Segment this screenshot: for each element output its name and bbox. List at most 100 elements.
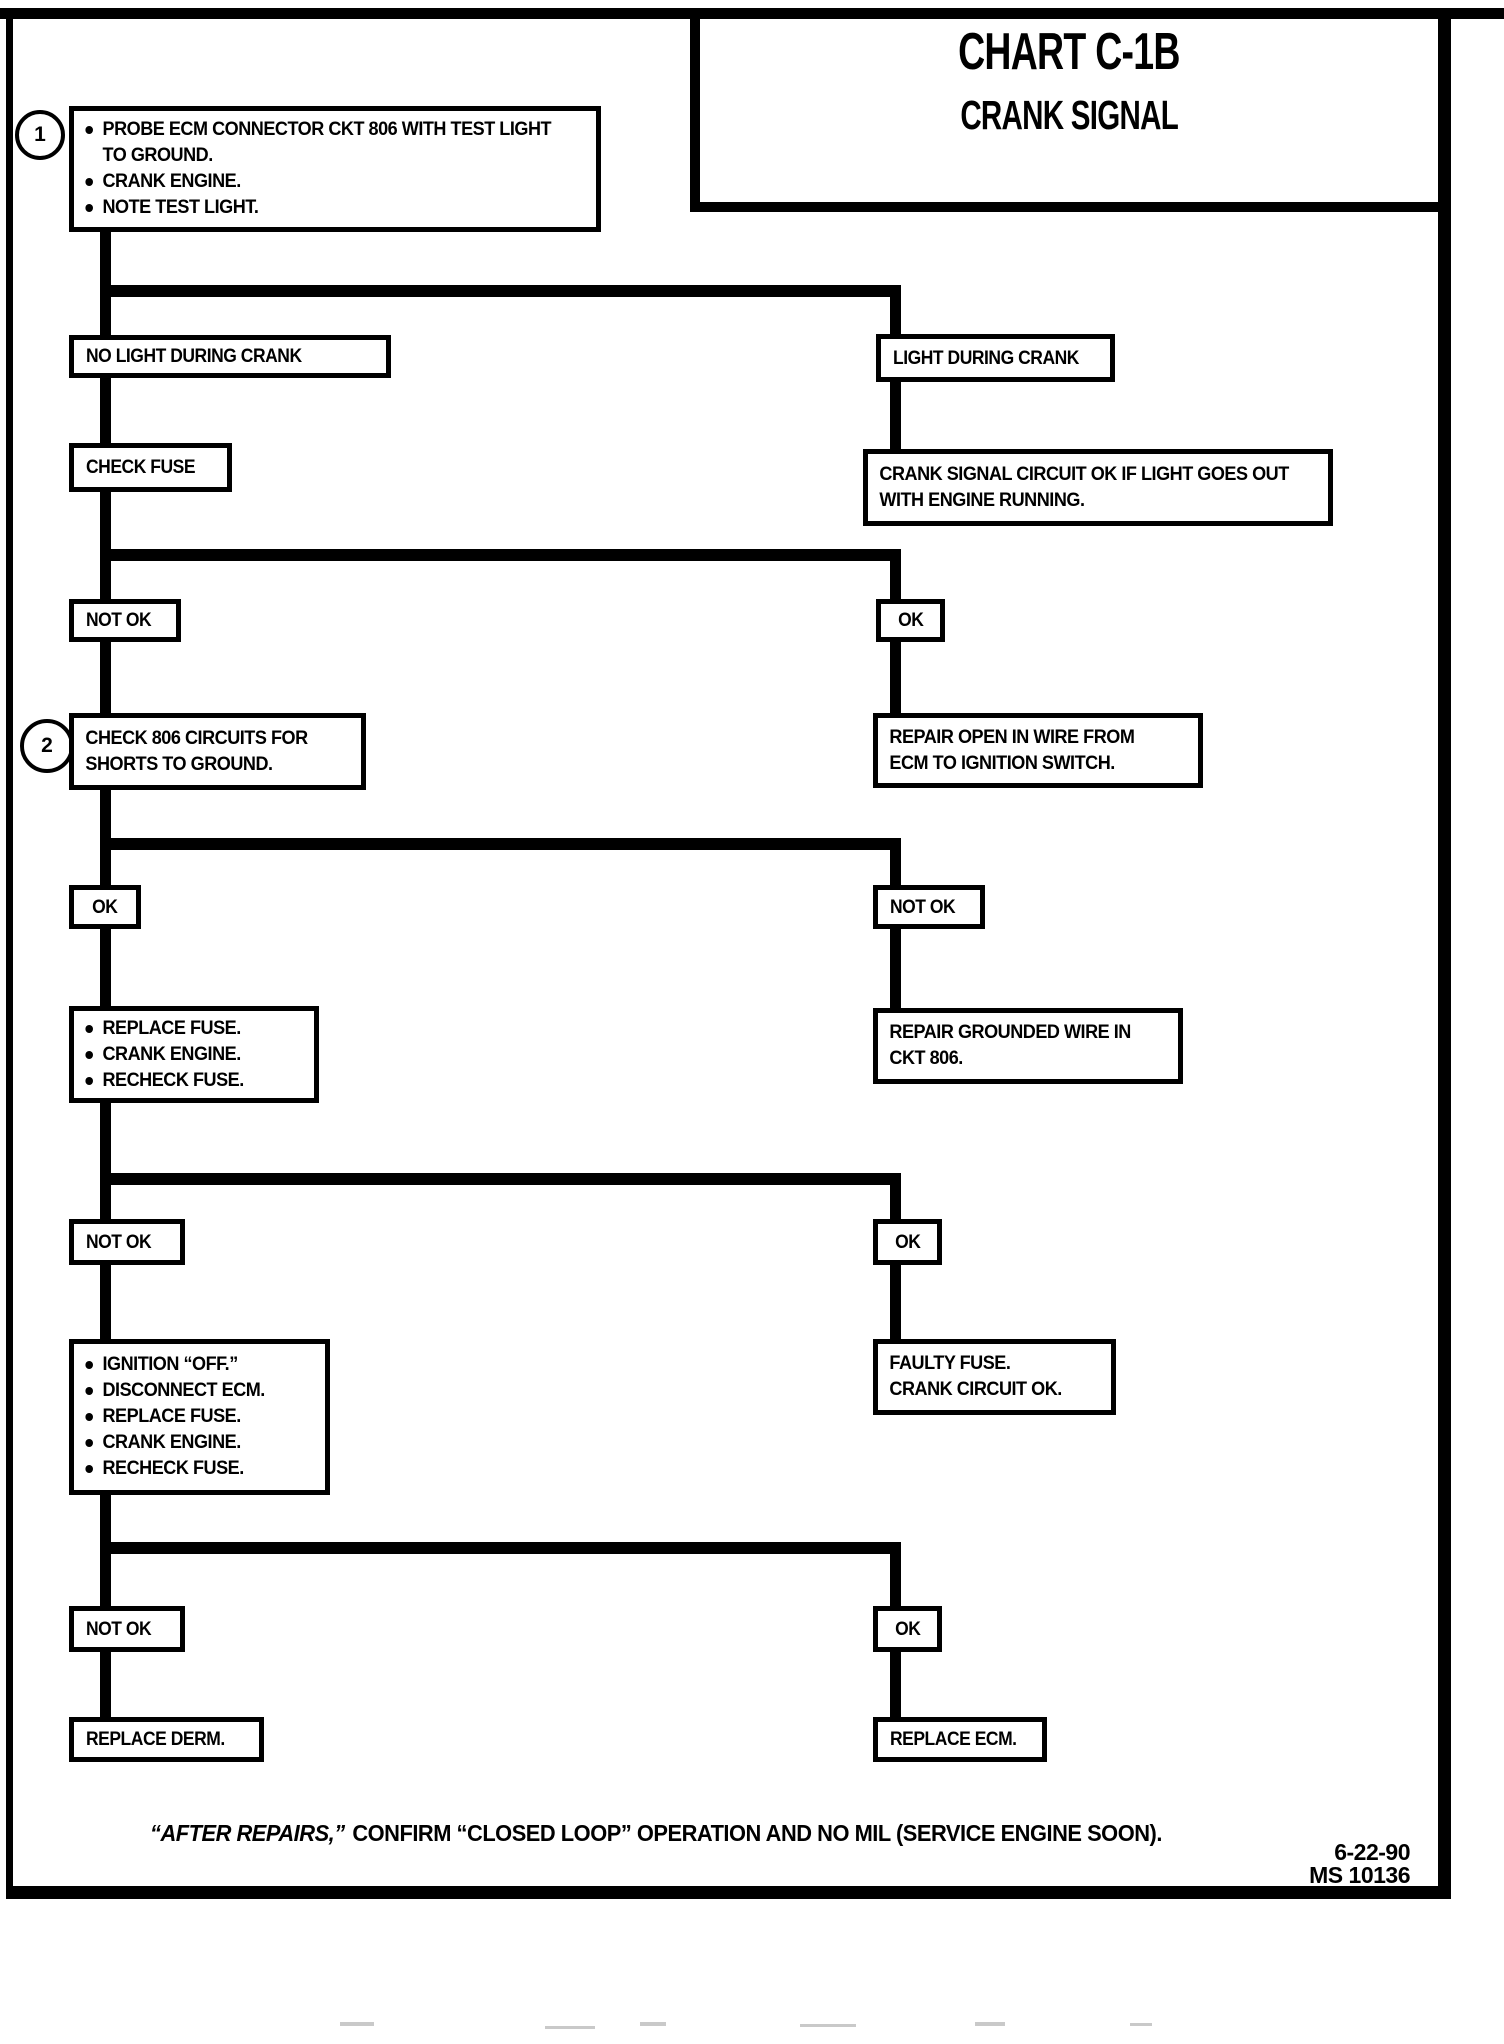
- node-label: REPLACE DERM.: [86, 1729, 225, 1750]
- node-ok-2: OK: [69, 885, 141, 929]
- connector-line: [890, 380, 901, 451]
- node-replace-derm: REPLACE DERM.: [69, 1717, 264, 1762]
- list-item: REPLACE FUSE.: [85, 1016, 294, 1042]
- list-item: PROBE ECM CONNECTOR CKT 806 WITH TEST LI…: [85, 117, 562, 169]
- node-check-fuse: CHECK FUSE: [69, 443, 232, 492]
- instruction-text: CRANK ENGINE.: [102, 171, 242, 192]
- node-check-806-circuits: CHECK 806 CIRCUITS FOR SHORTS TO GROUND.: [69, 713, 366, 790]
- node-crank-signal-circuit-ok: CRANK SIGNAL CIRCUIT OK IF LIGHT GOES OU…: [863, 449, 1333, 526]
- bullet-icon: [85, 1387, 93, 1395]
- connector-line: [100, 1101, 111, 1175]
- bullet-icon: [85, 1076, 93, 1085]
- page-border-right: [1438, 8, 1451, 1898]
- page-subtitle: CRANK SIGNAL: [960, 92, 1178, 138]
- connector-line: [890, 1183, 901, 1221]
- connector-line: [890, 1553, 901, 1608]
- node-label: OK: [894, 1231, 921, 1253]
- node-not-ok-1: NOT OK: [69, 599, 181, 642]
- instruction-text: RECHECK FUSE.: [102, 1458, 245, 1479]
- node-faulty-fuse: FAULTY FUSE. CRANK CIRCUIT OK.: [873, 1339, 1116, 1415]
- list-item: CRANK ENGINE.: [85, 1430, 304, 1456]
- title-box-bottom-edge: [690, 202, 1438, 212]
- step-1-number: 1: [34, 123, 46, 146]
- footer-note-rest: CONFIRM “CLOSED LOOP” OPERATION AND NO M…: [352, 1820, 1162, 1846]
- bullet-icon: [85, 1361, 93, 1369]
- node-ok-1: OK: [876, 599, 945, 642]
- list-item: NOTE TEST LIGHT.: [85, 195, 562, 221]
- bullet-icon: [85, 1024, 93, 1033]
- revision-date: 6-22-90: [1334, 1839, 1410, 1865]
- connector-line: [100, 559, 111, 601]
- bullet-icon: [85, 178, 93, 186]
- node-not-ok-2: NOT OK: [873, 885, 985, 929]
- connector-line: [890, 927, 901, 1010]
- connector-line: [100, 295, 111, 337]
- instruction-text: NOTE TEST LIGHT.: [102, 197, 259, 218]
- node-light-during-crank: LIGHT DURING CRANK: [876, 334, 1115, 382]
- node-repair-grounded-wire: REPAIR GROUNDED WIRE IN CKT 806.: [873, 1008, 1183, 1084]
- node-label: NO LIGHT DURING CRANK: [86, 346, 302, 367]
- step-2-marker: 2: [20, 719, 74, 773]
- connector-line: [100, 1263, 111, 1341]
- branch-split-bar-1: [100, 285, 901, 297]
- connector-line: [100, 1493, 111, 1544]
- instruction-text: DISCONNECT ECM.: [102, 1380, 266, 1401]
- scan-artifact: [340, 2022, 374, 2026]
- connector-line: [100, 1650, 111, 1719]
- connector-line: [100, 490, 111, 552]
- node-text: REPAIR GROUNDED WIRE IN CKT 806.: [889, 1022, 1131, 1069]
- page-title: CHART C-1B: [958, 23, 1180, 81]
- instruction-text: CRANK ENGINE.: [102, 1432, 242, 1453]
- page-border-top: [0, 8, 1504, 19]
- connector-line: [890, 1263, 901, 1341]
- connector-line: [890, 295, 901, 336]
- connector-line: [890, 559, 901, 601]
- node-replace-ecm: REPLACE ECM.: [873, 1717, 1047, 1762]
- node-replace-fuse-steps: REPLACE FUSE. CRANK ENGINE. RECHECK FUSE…: [69, 1006, 319, 1103]
- bullet-icon: [85, 204, 93, 212]
- connector-line: [100, 640, 111, 715]
- node-label: REPLACE ECM.: [890, 1729, 1017, 1750]
- node-label: CHECK FUSE: [86, 457, 196, 478]
- node-text: CHECK 806 CIRCUITS FOR SHORTS TO GROUND.: [85, 727, 308, 775]
- title-block: CHART C-1B CRANK SIGNAL: [700, 22, 1438, 139]
- connector-line: [100, 1183, 111, 1221]
- connector-line: [100, 230, 111, 288]
- branch-split-bar-3: [100, 838, 901, 850]
- instruction-text: IGNITION “OFF.”: [102, 1354, 239, 1375]
- scan-artifact: [975, 2022, 1005, 2026]
- connector-line: [100, 848, 111, 887]
- step-2-number: 2: [41, 734, 53, 757]
- instruction-text: REPLACE FUSE.: [102, 1406, 242, 1427]
- list-item: RECHECK FUSE.: [85, 1068, 294, 1094]
- scan-artifact: [545, 2026, 595, 2029]
- footer-note-lead: “AFTER REPAIRS,”: [150, 1820, 345, 1846]
- instruction-text: RECHECK FUSE.: [102, 1069, 245, 1091]
- node-ok-4: OK: [873, 1606, 942, 1652]
- bullet-icon: [85, 1050, 93, 1059]
- connector-line: [100, 788, 111, 840]
- bullet-icon: [85, 1465, 93, 1473]
- scan-artifact: [1130, 2023, 1152, 2026]
- node-label: OK: [897, 610, 924, 631]
- revision-stamp: 6-22-90 MS 10136: [1100, 1841, 1410, 1887]
- node-not-ok-3: NOT OK: [69, 1219, 185, 1265]
- branch-split-bar-5: [100, 1542, 901, 1554]
- node-repair-open-wire: REPAIR OPEN IN WIRE FROM ECM TO IGNITION…: [873, 713, 1203, 788]
- node-text: REPAIR OPEN IN WIRE FROM ECM TO IGNITION…: [889, 726, 1135, 774]
- node-label: NOT OK: [86, 1618, 152, 1640]
- node-text-line: CRANK CIRCUIT OK.: [889, 1379, 1062, 1400]
- footer-note: “AFTER REPAIRS,” CONFIRM “CLOSED LOOP” OP…: [150, 1820, 1162, 1847]
- connector-line: [100, 1553, 111, 1608]
- node-label: LIGHT DURING CRANK: [893, 347, 1079, 369]
- node-label: NOT OK: [890, 896, 956, 918]
- connector-line: [890, 1650, 901, 1719]
- node-label: OK: [894, 1618, 921, 1640]
- branch-split-bar-4: [100, 1173, 901, 1185]
- instruction-text: REPLACE FUSE.: [102, 1017, 242, 1039]
- list-item: CRANK ENGINE.: [85, 169, 562, 195]
- list-item: REPLACE FUSE.: [85, 1404, 304, 1430]
- node-label: NOT OK: [86, 610, 152, 631]
- scan-artifact: [800, 2024, 856, 2027]
